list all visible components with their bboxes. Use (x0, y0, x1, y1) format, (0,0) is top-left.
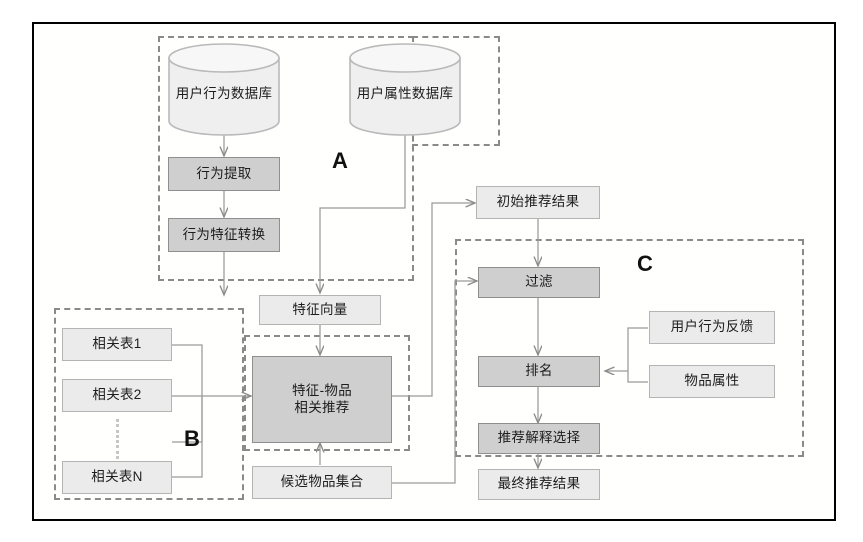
cylinder-shape (168, 43, 280, 136)
node-relation-table-n[interactable]: 相关表N (62, 461, 172, 494)
group-boundary-a (158, 36, 414, 281)
node-filter[interactable]: 过滤 (478, 267, 600, 298)
node-behavior-extract[interactable]: 行为提取 (168, 157, 280, 191)
node-behavior-transform[interactable]: 行为特征转换 (168, 218, 280, 252)
group-boundary-a-right (412, 36, 500, 146)
group-boundary-b (54, 308, 244, 500)
group-letter-a: A (332, 148, 348, 173)
node-initial-rec-result[interactable]: 初始推荐结果 (476, 186, 600, 219)
node-feature-item-rec[interactable]: 特征-物品 相关推荐 (252, 356, 392, 443)
database-user-attribute: 用户属性数据库 (348, 43, 462, 136)
group-letter-b: B (184, 426, 200, 451)
node-rec-explain-select[interactable]: 推荐解释选择 (478, 423, 600, 454)
node-user-behavior-feedback[interactable]: 用户行为反馈 (649, 311, 775, 344)
node-final-rec-result[interactable]: 最终推荐结果 (478, 469, 600, 500)
relation-table-ellipsis (115, 419, 119, 459)
node-item-attribute[interactable]: 物品属性 (649, 365, 775, 398)
database-user-behavior-label: 用户行为数据库 (175, 85, 273, 101)
group-letter-c: C (637, 251, 653, 276)
node-feature-vector[interactable]: 特征向量 (259, 295, 381, 325)
node-relation-table-1[interactable]: 相关表1 (62, 328, 172, 361)
node-candidate-item-set[interactable]: 候选物品集合 (252, 466, 392, 499)
database-user-behavior: 用户行为数据库 (167, 43, 281, 136)
cylinder-shape (349, 43, 461, 136)
node-ranking[interactable]: 排名 (478, 356, 600, 387)
database-user-attribute-label: 用户属性数据库 (356, 85, 454, 101)
node-relation-table-2[interactable]: 相关表2 (62, 379, 172, 412)
